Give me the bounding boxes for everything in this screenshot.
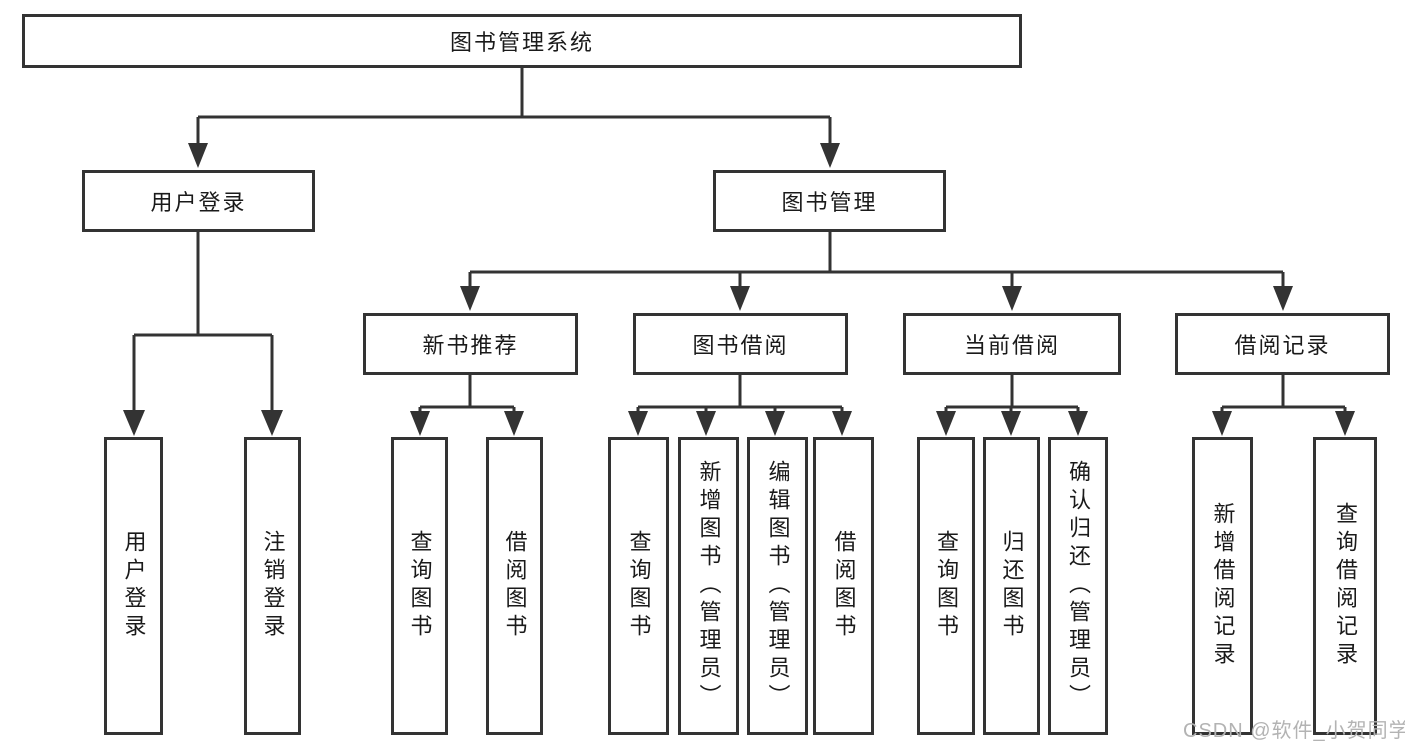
arrow-icon [460, 286, 480, 311]
node-label: 图书借阅 [692, 333, 789, 358]
node-label: 查询图书 [626, 530, 652, 642]
node-borrowing-records: 借阅记录 [1175, 313, 1390, 375]
leaf-records-add-borrow-record: 新增借阅记录 [1192, 437, 1253, 735]
node-label: 编辑图书（管理员） [765, 460, 791, 712]
node-book-borrowing: 图书借阅 [633, 313, 848, 375]
edge-book-management-to-level3 [468, 232, 1285, 287]
node-new-book-recommend: 新书推荐 [363, 313, 578, 375]
edge-book-borrowing-to-leaves [636, 375, 844, 412]
node-label: 新增图书（管理员） [696, 460, 722, 712]
node-label: 当前借阅 [963, 333, 1060, 358]
arrow-icon [832, 411, 852, 436]
edge-borrowing-records-to-leaves [1220, 375, 1347, 412]
arrow-icon [1002, 286, 1022, 311]
arrow-icon [730, 286, 750, 311]
leaf-borrowing-borrow-books: 借阅图书 [813, 437, 874, 735]
leaf-current-confirm-return-admin: 确认归还（管理员） [1048, 437, 1108, 735]
node-label: 图书管理 [781, 190, 878, 215]
arrow-icon [936, 411, 956, 436]
arrow-icon [1068, 411, 1088, 436]
node-book-management: 图书管理 [713, 170, 946, 232]
leaf-newrec-query-books: 查询图书 [391, 437, 448, 735]
node-label: 查询图书 [407, 530, 433, 642]
node-label: 用户登录 [121, 530, 147, 642]
leaf-current-return-books: 归还图书 [983, 437, 1040, 735]
arrow-icon [1335, 411, 1355, 436]
arrow-icon [261, 410, 283, 436]
leaf-borrowing-query-books: 查询图书 [608, 437, 669, 735]
leaf-user-login: 用户登录 [104, 437, 163, 735]
arrowheads [123, 143, 1355, 436]
leaf-logout: 注销登录 [244, 437, 301, 735]
node-label: 查询借阅记录 [1333, 502, 1358, 670]
node-label: 借阅图书 [502, 530, 528, 642]
arrow-icon [410, 411, 430, 436]
node-current-borrowing: 当前借阅 [903, 313, 1121, 375]
node-label: 借阅图书 [831, 530, 857, 642]
node-label: 新书推荐 [422, 333, 519, 358]
leaf-borrowing-add-books-admin: 新增图书（管理员） [678, 437, 739, 735]
node-label: 图书管理系统 [449, 30, 594, 55]
arrow-icon [765, 411, 785, 436]
node-label: 确认归还（管理员） [1066, 460, 1091, 712]
leaf-current-query-books: 查询图书 [917, 437, 975, 735]
arrow-icon [628, 411, 648, 436]
arrow-icon [188, 143, 208, 168]
edge-user-login-to-leaves [132, 232, 274, 411]
edge-current-borrowing-to-leaves [944, 375, 1080, 412]
csdn-watermark: CSDN @软件_小贺同学 [1183, 720, 1405, 742]
arrow-icon [1273, 286, 1293, 311]
arrow-icon [1212, 411, 1232, 436]
arrow-icon [820, 143, 840, 168]
arrow-icon [1001, 411, 1021, 436]
edge-new-book-recommend-to-leaves [418, 375, 516, 412]
edge-root-to-level2 [196, 68, 832, 144]
leaf-records-query-borrow-record: 查询借阅记录 [1313, 437, 1377, 735]
node-label: 借阅记录 [1234, 333, 1331, 358]
arrow-icon [123, 410, 145, 436]
node-label: 新增借阅记录 [1210, 502, 1236, 670]
node-label: 归还图书 [999, 530, 1025, 642]
node-label: 查询图书 [934, 530, 959, 642]
node-label: 注销登录 [260, 530, 286, 642]
arrow-icon [504, 411, 524, 436]
node-label: 用户登录 [150, 190, 247, 215]
node-root-library-management-system: 图书管理系统 [22, 14, 1022, 68]
node-user-login: 用户登录 [82, 170, 315, 232]
arrow-icon [696, 411, 716, 436]
leaf-borrowing-edit-books-admin: 编辑图书（管理员） [747, 437, 808, 735]
leaf-newrec-borrow-books: 借阅图书 [486, 437, 543, 735]
